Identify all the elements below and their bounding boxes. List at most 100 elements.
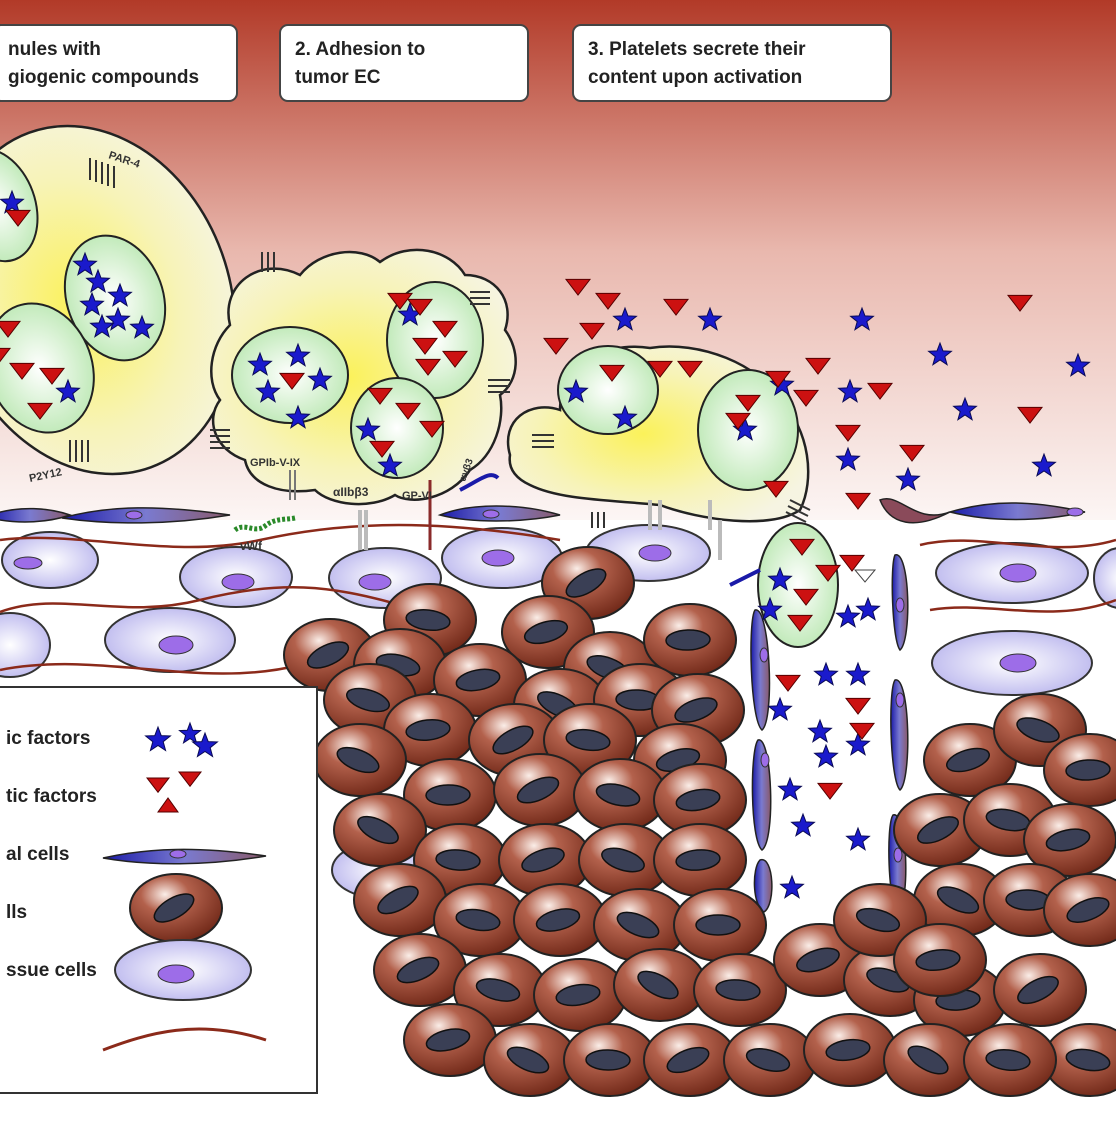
granule-alpha xyxy=(0,147,39,263)
tumor-cell xyxy=(593,888,687,962)
star-factor xyxy=(813,743,839,768)
step-2-callout: 2. Adhesion to tumor EC xyxy=(279,24,529,102)
triangle-factor xyxy=(26,402,54,420)
star-factor xyxy=(845,826,871,851)
star-factor xyxy=(377,452,403,477)
tumor-cell xyxy=(373,933,467,1007)
legend-icons xyxy=(102,721,267,1052)
star-factor xyxy=(807,718,833,743)
fiber-line-icon xyxy=(102,1027,267,1052)
triangle-factor xyxy=(762,480,790,498)
triangle-factor xyxy=(157,797,179,813)
star-factor xyxy=(777,776,803,801)
triangle-factor xyxy=(4,209,32,227)
granule-alpha-extravasated xyxy=(757,522,839,648)
triangle-factor xyxy=(838,554,866,572)
legend-label-5: ssue cells xyxy=(6,960,97,981)
triangle-factor xyxy=(734,394,762,412)
star-factor xyxy=(72,251,98,276)
triangle-factor xyxy=(662,298,690,316)
star-factor xyxy=(697,306,723,331)
triangle-factor xyxy=(792,389,820,407)
label-gpvi: GP-VI xyxy=(402,490,432,502)
tumor-cell xyxy=(513,883,607,957)
triangle-factor xyxy=(774,674,802,692)
anti-angiogenic-factors xyxy=(0,209,1044,800)
star-factor xyxy=(1031,452,1057,477)
triangle-factor xyxy=(394,402,422,420)
tumor-cell xyxy=(493,753,587,827)
legend: ic factors tic factors al cells lls ssue… xyxy=(0,686,318,1094)
triangle-factor xyxy=(411,337,439,355)
red-triangle-icon xyxy=(145,771,203,813)
triangle-factor xyxy=(278,372,306,390)
platelet-receptors xyxy=(69,158,811,587)
triangle-factor xyxy=(177,771,203,788)
star-factor xyxy=(813,661,839,686)
triangle-factor xyxy=(366,387,394,405)
star-factor xyxy=(355,416,381,441)
triangle-factor xyxy=(848,722,876,740)
triangle-factor xyxy=(1006,294,1034,312)
triangle-factor xyxy=(1016,406,1044,424)
legend-label-3: al cells xyxy=(6,844,70,865)
triangle-factor xyxy=(792,588,820,606)
triangle-factor xyxy=(844,492,872,510)
tumor-cell xyxy=(963,1023,1057,1097)
star-factor xyxy=(191,731,219,758)
triangle-factor xyxy=(764,370,792,388)
star-factor xyxy=(0,189,25,214)
triangle-factor xyxy=(0,347,12,363)
tissue-cell-icon xyxy=(114,939,252,1001)
star-factor xyxy=(612,404,638,429)
triangle-factor xyxy=(368,440,396,458)
star-factor xyxy=(55,378,81,403)
granule-alpha xyxy=(557,345,659,435)
triangle-factor xyxy=(414,358,442,376)
step-3-callout: 3. Platelets secrete their content upon … xyxy=(572,24,892,102)
star-factor xyxy=(835,603,861,628)
legend-label-1: ic factors xyxy=(6,728,91,749)
tumor-cell xyxy=(533,958,627,1032)
triangle-factor xyxy=(8,362,36,380)
triangle-factor xyxy=(786,614,814,632)
triangle-factor xyxy=(441,350,469,368)
triangle-factor xyxy=(816,782,844,800)
tumor-cell xyxy=(1043,733,1116,807)
star-factor xyxy=(105,306,131,331)
triangle-factor xyxy=(406,298,434,316)
star-factor xyxy=(85,268,111,293)
star-factor xyxy=(835,446,861,471)
triangle-factor xyxy=(145,777,171,794)
star-factor xyxy=(563,378,589,403)
triangle-factor xyxy=(418,420,446,438)
label-gpib: GPIb-V-IX xyxy=(250,457,301,469)
star-factor xyxy=(107,282,133,307)
triangle-factor xyxy=(542,337,570,355)
star-factor xyxy=(89,313,115,338)
tumor-cell xyxy=(693,953,787,1027)
tumor-cell xyxy=(923,723,1017,797)
star-factor xyxy=(952,396,978,421)
triangle-factor xyxy=(578,322,606,340)
tumor-cell xyxy=(1043,873,1116,947)
tumor-cell xyxy=(578,823,672,897)
triangle-factor xyxy=(564,278,592,296)
blue-star-icon xyxy=(144,721,219,758)
triangle-factor xyxy=(898,444,926,462)
tumor-cell xyxy=(893,793,987,867)
pro-angiogenic-factors xyxy=(0,189,1091,899)
tumor-cell xyxy=(573,758,667,832)
tumor-cell xyxy=(993,953,1087,1027)
star-factor xyxy=(767,566,793,591)
triangle-factor xyxy=(853,569,877,583)
star-factor xyxy=(845,661,871,686)
tumor-cell xyxy=(353,863,447,937)
tumor-cell xyxy=(643,1023,737,1097)
activated-platelet xyxy=(506,345,839,648)
star-factor xyxy=(927,341,953,366)
star-factor xyxy=(285,342,311,367)
star-factor xyxy=(895,466,921,491)
tumor-cell xyxy=(483,1023,577,1097)
